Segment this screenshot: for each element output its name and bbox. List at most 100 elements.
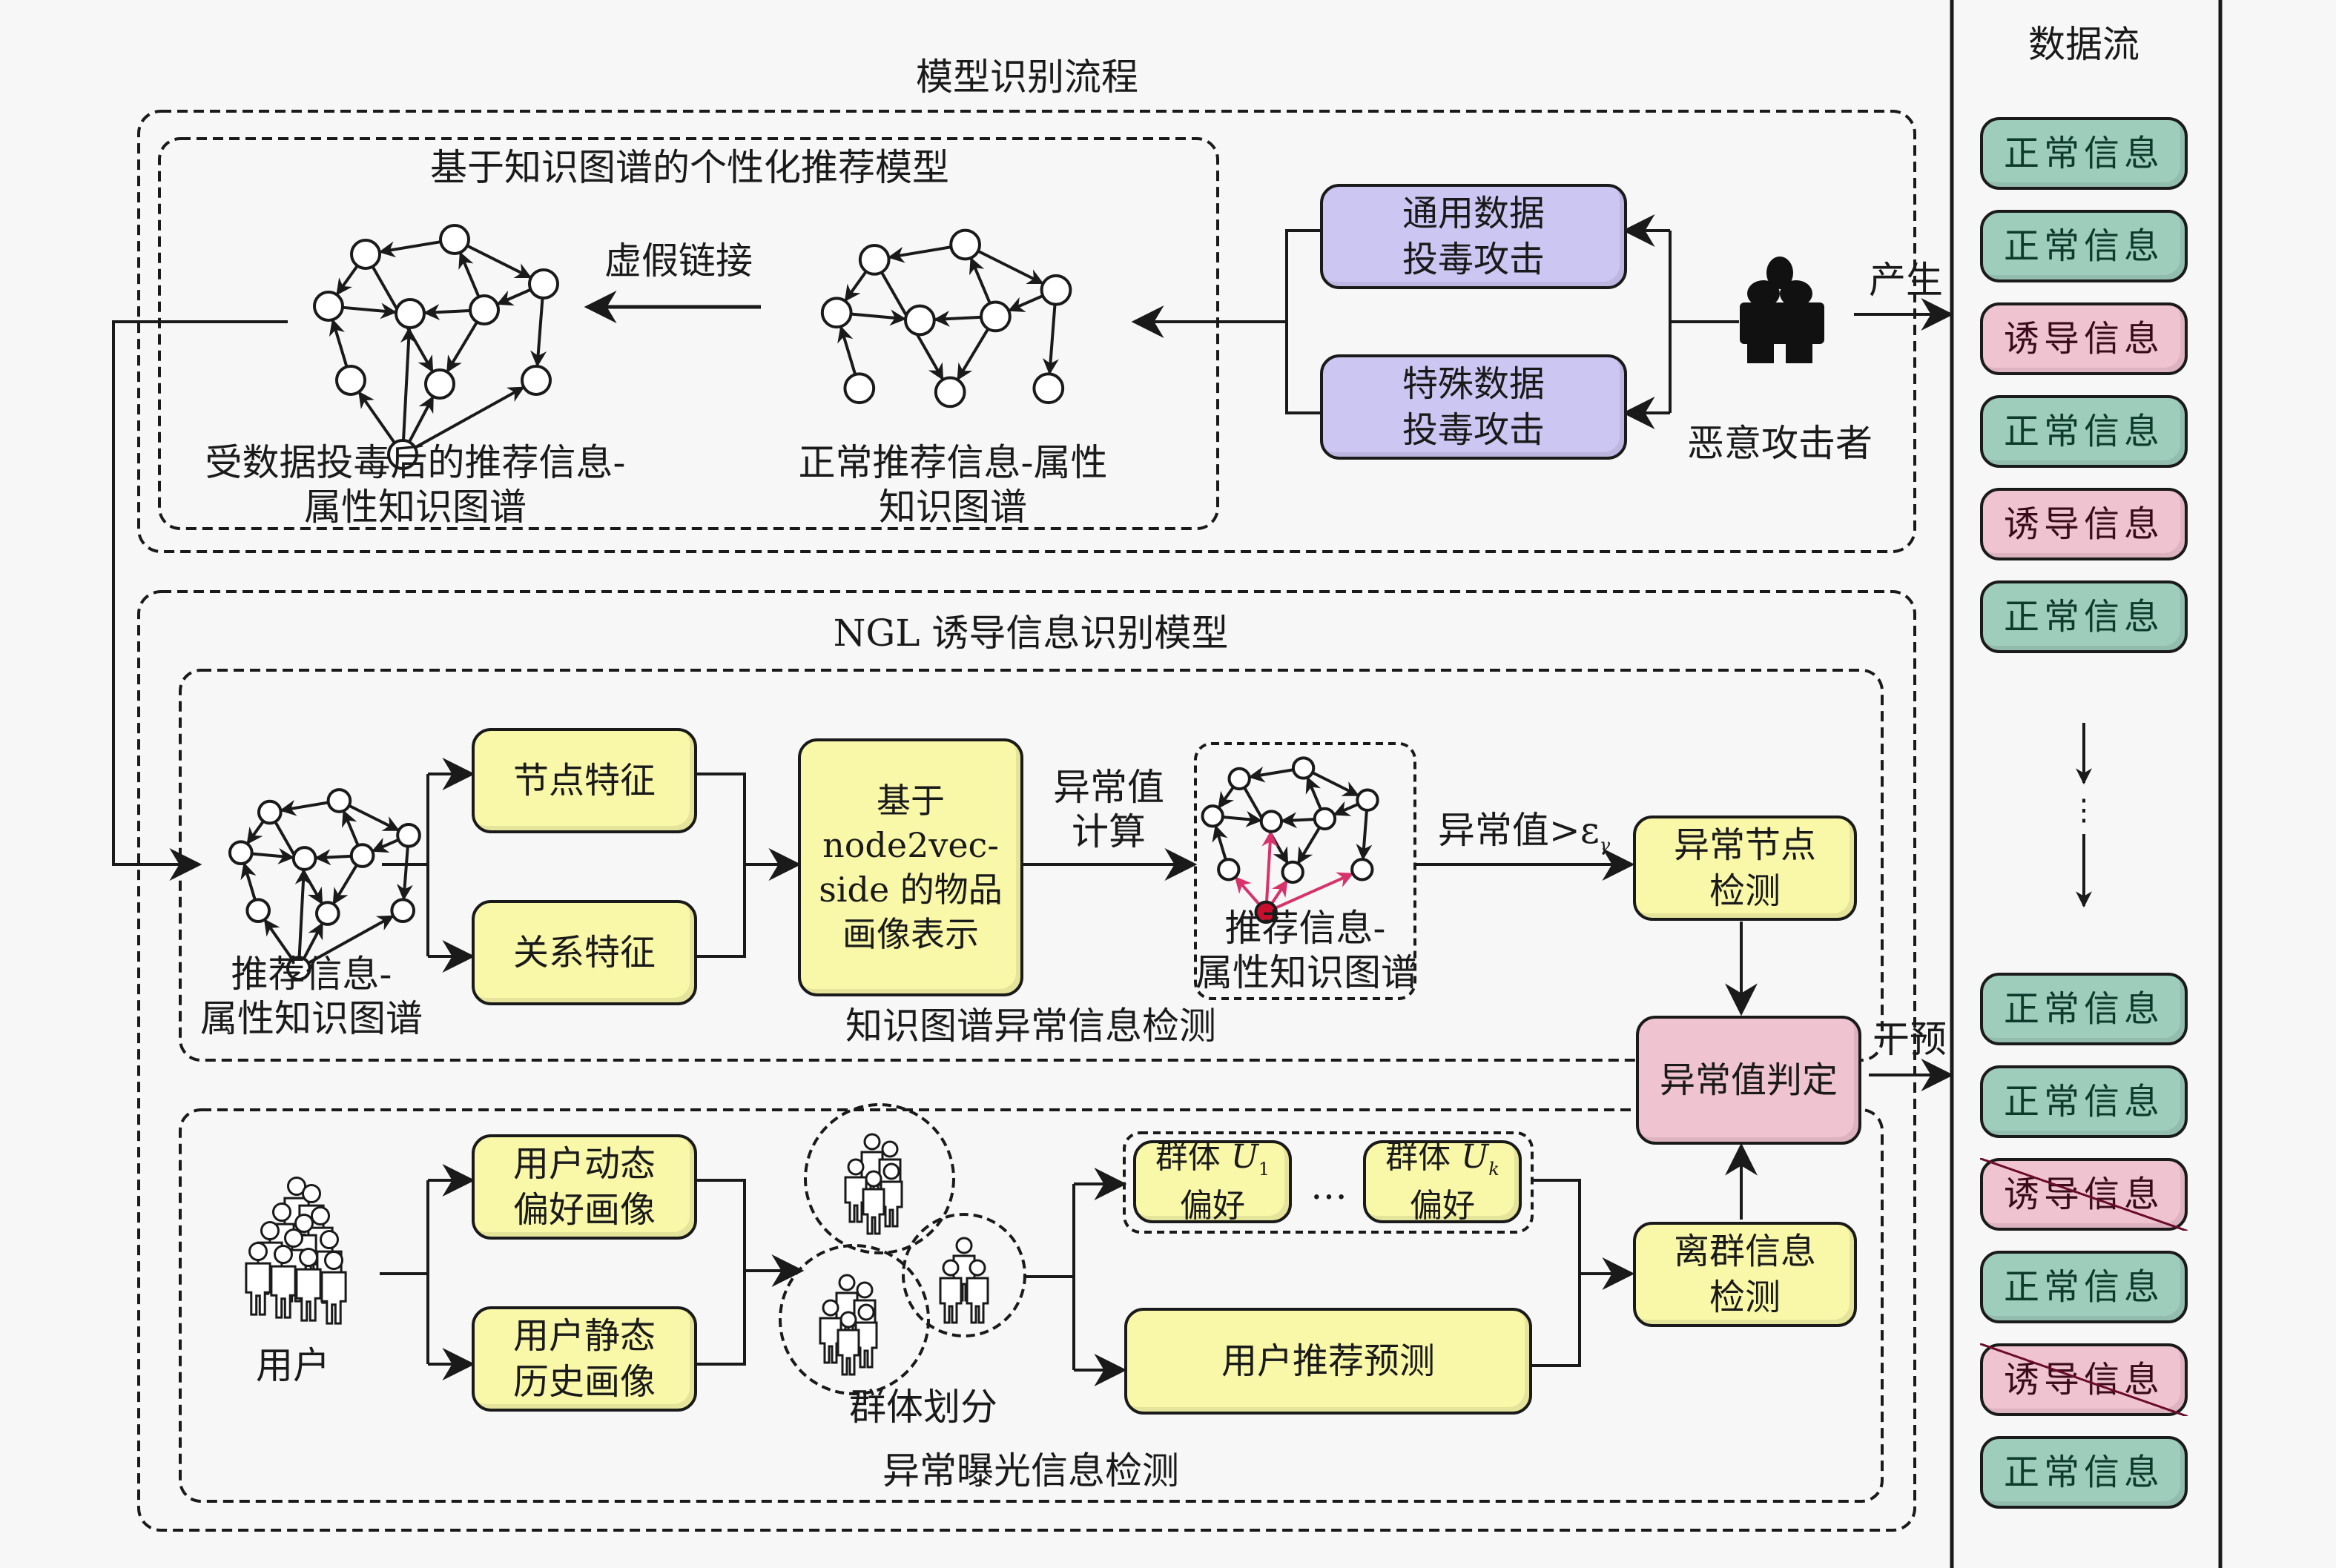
user-group-cluster bbox=[804, 1103, 955, 1254]
graph-edge bbox=[844, 271, 867, 302]
graph-edge bbox=[1296, 827, 1321, 864]
graph-node bbox=[980, 300, 1012, 333]
graph-edge bbox=[1223, 810, 1263, 827]
graph-node bbox=[858, 244, 891, 276]
graph-node bbox=[424, 368, 455, 400]
static-history-profile-box: 用户静态历史画像 bbox=[472, 1306, 697, 1412]
graph-edge bbox=[240, 862, 257, 900]
graph-node bbox=[313, 291, 344, 322]
graph-node bbox=[245, 898, 271, 924]
graph-node bbox=[521, 365, 552, 396]
graph-edge bbox=[1042, 305, 1059, 375]
graph-node bbox=[396, 822, 421, 848]
induced-info-item: 诱导信息 bbox=[1980, 302, 2188, 375]
normal-graph-label-line1: 正常推荐信息-属性 bbox=[798, 441, 1108, 484]
group-partition-label: 群体划分 bbox=[849, 1386, 997, 1429]
graph-node bbox=[387, 439, 418, 470]
attack-merge-bracket bbox=[1285, 229, 1320, 414]
person-icon bbox=[854, 1303, 878, 1369]
graph-node bbox=[1032, 372, 1065, 405]
anomaly-edge bbox=[1261, 830, 1278, 902]
person-icon bbox=[320, 1251, 347, 1325]
person-icon bbox=[880, 1162, 903, 1228]
graph-node bbox=[291, 846, 317, 871]
graph-node bbox=[528, 268, 559, 300]
group-uk-prefix: 群体 bbox=[1385, 1138, 1462, 1177]
input-graph-label-line1: 推荐信息- bbox=[231, 953, 392, 996]
attacker-label: 恶意攻击者 bbox=[1687, 422, 1873, 465]
graph-edge bbox=[303, 922, 324, 959]
node-feature-box: 节点特征 bbox=[472, 728, 697, 833]
graph-edge bbox=[341, 810, 360, 846]
normal-info-item: 正常信息 bbox=[1980, 580, 2188, 653]
kg-rec-model-title: 基于知识图谱的个性化推荐模型 bbox=[430, 146, 949, 189]
anomaly-edge bbox=[1275, 872, 1354, 910]
graph-edge bbox=[466, 245, 532, 279]
relation-feature-box: 关系特征 bbox=[472, 900, 697, 1005]
general-attack-line1: 通用数据 bbox=[1402, 193, 1545, 234]
induced-info-item-removed: 诱导信息 bbox=[1980, 1343, 2188, 1416]
threshold-subscript: γ bbox=[1599, 835, 1611, 856]
embedding-line4: 画像表示 bbox=[842, 914, 979, 954]
group-pref-container bbox=[1123, 1131, 1534, 1234]
person-icon bbox=[862, 1170, 885, 1235]
graph-edge bbox=[263, 919, 294, 960]
anomaly-node-line1: 异常节点 bbox=[1673, 824, 1816, 866]
normal-info-item: 正常信息 bbox=[1980, 395, 2188, 468]
outlier-line1: 离群信息 bbox=[1673, 1231, 1816, 1272]
graph-edge bbox=[1312, 771, 1360, 797]
graph-node bbox=[228, 840, 254, 866]
group-u1-sub: 1 bbox=[1258, 1158, 1270, 1180]
graph-edge bbox=[280, 799, 329, 816]
graph-node bbox=[1040, 274, 1072, 306]
profile-merge bbox=[697, 1179, 746, 1366]
normal-info-item: 正常信息 bbox=[1980, 210, 2188, 282]
normal-info-item: 正常信息 bbox=[1980, 973, 2188, 1045]
graph-edge bbox=[1008, 294, 1043, 312]
graph-node bbox=[1217, 858, 1241, 881]
person-icon bbox=[819, 1299, 842, 1364]
graph-edge bbox=[446, 322, 478, 373]
graph-edge bbox=[246, 821, 265, 845]
graph-node bbox=[904, 304, 936, 337]
graph-edge bbox=[1212, 824, 1228, 860]
normal-info-item: 正常信息 bbox=[1980, 1436, 2188, 1509]
graph-edge bbox=[252, 847, 295, 864]
normal-info-item: 正常信息 bbox=[1980, 117, 2188, 190]
graph-edge bbox=[314, 849, 352, 866]
graph-edge bbox=[396, 847, 413, 901]
pref-merge bbox=[1532, 1179, 1581, 1367]
graph-edge bbox=[458, 251, 481, 297]
anomaly-judgement-box: 异常值判定 bbox=[1636, 1016, 1861, 1145]
dynamic-profile-line2: 偏好画像 bbox=[512, 1189, 656, 1231]
group-uk-sub: k bbox=[1488, 1158, 1499, 1180]
graph-edge bbox=[335, 265, 359, 296]
graph-node bbox=[1313, 807, 1337, 831]
group-uk-line1: 群体 Uk bbox=[1385, 1139, 1499, 1188]
person-icon bbox=[295, 1248, 322, 1322]
graph-node bbox=[949, 228, 981, 261]
graph-node bbox=[820, 297, 853, 329]
induced-info-item-removed: 诱导信息 bbox=[1980, 1158, 2188, 1231]
graph-edge bbox=[357, 391, 396, 443]
group-u1-line1: 群体 U1 bbox=[1155, 1139, 1270, 1188]
special-poison-attack-box: 特殊数据投毒攻击 bbox=[1320, 354, 1627, 460]
graph-edge bbox=[371, 837, 399, 853]
graph-edge bbox=[1248, 766, 1293, 783]
graph-node bbox=[350, 239, 381, 270]
threshold-label: 异常值>εγ bbox=[1424, 808, 1624, 867]
result-graph-label-line1: 推荐信息- bbox=[1224, 907, 1386, 950]
graph-edge bbox=[332, 864, 358, 905]
graph-edge bbox=[496, 288, 531, 306]
anomaly-node-line2: 检测 bbox=[1709, 870, 1781, 912]
result-graph-label: 推荐信息- 属性知识图谱 bbox=[1195, 906, 1418, 995]
graph-edge bbox=[1280, 812, 1315, 829]
embedding-line1: 基于 bbox=[876, 781, 945, 821]
special-attack-line2: 投毒攻击 bbox=[1402, 409, 1545, 451]
group-u1-preference-box: 群体 U1 偏好 bbox=[1133, 1139, 1292, 1224]
graph-node bbox=[395, 298, 426, 329]
graph-edge bbox=[969, 257, 992, 303]
result-graph-label-line2: 属性知识图谱 bbox=[1195, 951, 1418, 994]
graph-edge bbox=[888, 245, 951, 263]
embedding-line3: side 的物品 bbox=[819, 870, 1003, 910]
